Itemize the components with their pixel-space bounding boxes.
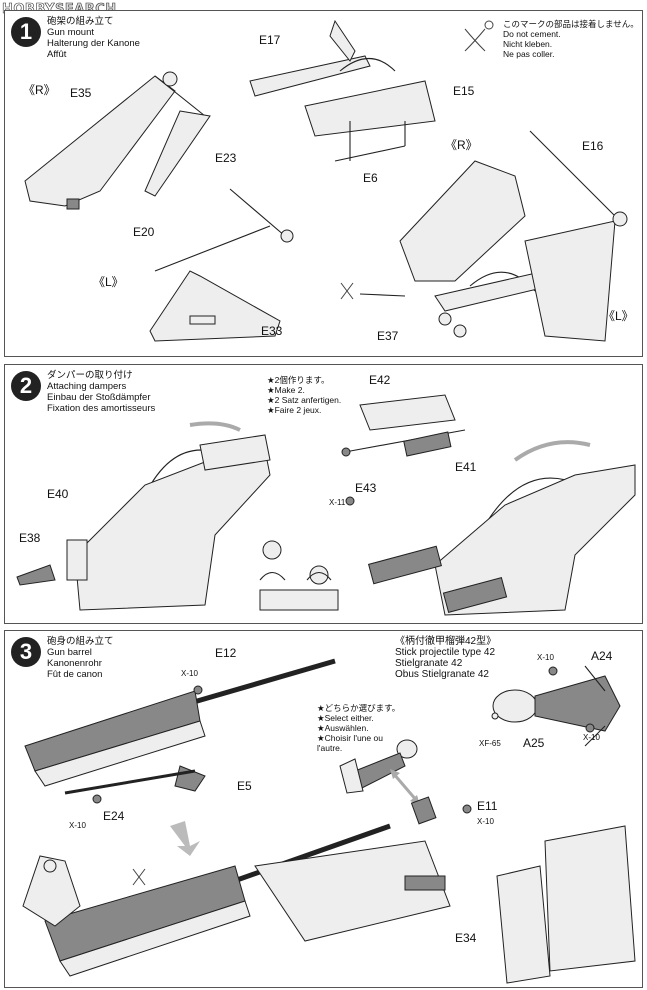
label-e23: E23 bbox=[215, 151, 237, 165]
label-r2: 《R》 bbox=[445, 138, 478, 152]
label-e12: E12 bbox=[215, 646, 237, 660]
label-a25: A25 bbox=[523, 736, 545, 750]
select-either-note: ★どちらか選びます。★Select either. ★Auswählen.★Ch… bbox=[317, 703, 401, 753]
label-e41: E41 bbox=[455, 460, 477, 474]
make-2-note: ★2個作ります。★Make 2. ★2 Satz anfertigen.★Fai… bbox=[267, 375, 342, 415]
step-2-drawing bbox=[16, 394, 636, 616]
label-e6: E6 bbox=[363, 171, 378, 185]
step-3-drawing bbox=[22, 658, 636, 984]
label-e16: E16 bbox=[582, 139, 604, 153]
label-l: 《L》 bbox=[93, 275, 124, 289]
label-x11: X-11 bbox=[329, 498, 346, 507]
label-e38: E38 bbox=[19, 531, 41, 545]
label-x10: X-10 bbox=[69, 821, 86, 830]
label-x10: X-10 bbox=[477, 817, 494, 826]
label-e17: E17 bbox=[259, 33, 281, 47]
projectile-title: 《柄付徹甲榴弾42型》Stick projectile type 42 Stie… bbox=[395, 636, 497, 680]
label-e5: E5 bbox=[237, 779, 252, 793]
label-e33: E33 bbox=[261, 324, 283, 338]
label-xf65: XF-65 bbox=[479, 739, 501, 748]
label-e20: E20 bbox=[133, 225, 155, 239]
label-e37: E37 bbox=[377, 329, 399, 343]
label-r: 《R》 bbox=[23, 83, 56, 97]
step-number: 3 bbox=[11, 637, 41, 667]
label-x10: X-10 bbox=[537, 653, 554, 662]
label-x10: X-10 bbox=[583, 733, 600, 742]
label-e42: E42 bbox=[369, 373, 391, 387]
label-e11: E11 bbox=[477, 799, 498, 813]
no-cement-note: このマークの部品は接着しません。Do not cement. Nicht kle… bbox=[503, 19, 639, 59]
step-1-drawing bbox=[24, 19, 628, 342]
label-l2: 《L》 bbox=[603, 309, 634, 323]
label-e34: E34 bbox=[455, 931, 477, 945]
label-x10: X-10 bbox=[181, 669, 198, 678]
label-e43: E43 bbox=[355, 481, 377, 495]
step-number: 1 bbox=[11, 17, 41, 47]
label-a24: A24 bbox=[591, 649, 613, 663]
step-number: 2 bbox=[11, 371, 41, 401]
label-e35: E35 bbox=[70, 86, 92, 100]
label-e24: E24 bbox=[103, 809, 125, 823]
label-e40: E40 bbox=[47, 487, 69, 501]
label-e15: E15 bbox=[453, 84, 475, 98]
